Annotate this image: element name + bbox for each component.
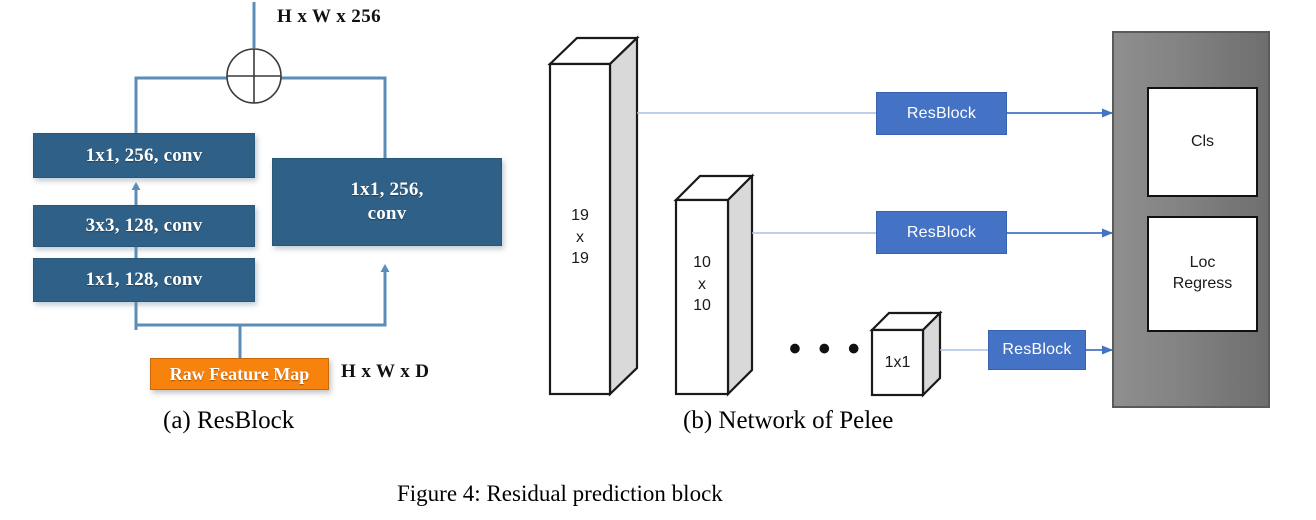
feature-map-label-10x10: 10 x 10 bbox=[693, 254, 711, 315]
head-box-cls[interactable]: Cls bbox=[1147, 87, 1258, 197]
resblock-box-2[interactable]: ResBlock bbox=[876, 211, 1007, 254]
panel-a-caption: (a) ResBlock bbox=[163, 407, 295, 434]
prediction-head-container bbox=[1112, 31, 1270, 408]
sum-plus-icon bbox=[226, 48, 282, 104]
feature-map-10x10 bbox=[673, 173, 755, 397]
resblock-box-1[interactable]: ResBlock bbox=[876, 92, 1007, 135]
feature-map-label-19x19: 19 x 19 bbox=[571, 207, 589, 268]
conv-box-1x1-256[interactable]: 1x1, 256, conv bbox=[33, 133, 255, 178]
feature-map-1x1 bbox=[869, 310, 943, 398]
figure-caption: Figure 4: Residual prediction block bbox=[397, 481, 723, 506]
feature-map-19x19 bbox=[547, 35, 640, 397]
feature-map-label-1x1: 1x1 bbox=[884, 354, 911, 371]
output-dim-label: H x W x 256 bbox=[277, 6, 381, 27]
conv-box-3x3-128[interactable]: 3x3, 128, conv bbox=[33, 205, 255, 247]
conv-box-1x1-128[interactable]: 1x1, 128, conv bbox=[33, 258, 255, 302]
conv-box-shortcut-1x1-256[interactable]: 1x1, 256, conv bbox=[272, 158, 502, 246]
input-dim-label: H x W x D bbox=[341, 361, 430, 382]
resblock-box-3[interactable]: ResBlock bbox=[988, 330, 1086, 370]
panel-b-caption: (b) Network of Pelee bbox=[683, 407, 894, 434]
ellipsis-icon: • • • bbox=[789, 330, 864, 368]
pelee-output-arrows bbox=[1007, 108, 1113, 355]
head-box-loc-regress[interactable]: Loc Regress bbox=[1147, 216, 1258, 332]
raw-feature-map-box[interactable]: Raw Feature Map bbox=[150, 358, 329, 390]
